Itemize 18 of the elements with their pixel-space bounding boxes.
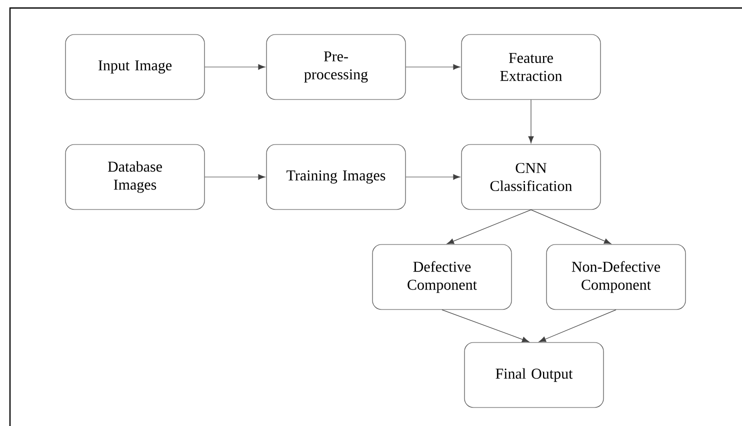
process-box: Defective Component <box>372 244 512 310</box>
arrow <box>406 174 460 180</box>
arrow <box>446 210 532 244</box>
process-box: Database Images <box>65 144 205 210</box>
arrow <box>204 174 266 180</box>
arrow <box>530 210 612 244</box>
arrow <box>204 64 266 70</box>
process-box: Non-Defective Component <box>546 244 686 310</box>
arrow <box>528 100 534 144</box>
process-box: Final Output <box>464 342 604 408</box>
arrow <box>406 64 460 70</box>
process-box: Pre-processing <box>266 34 406 100</box>
process-box: CNN Classification <box>461 144 601 210</box>
arrow <box>442 310 530 342</box>
process-box: Training Images <box>266 144 406 210</box>
arrow <box>538 310 616 342</box>
process-box: Input Image <box>65 34 205 100</box>
process-box: Feature Extraction <box>461 34 601 100</box>
